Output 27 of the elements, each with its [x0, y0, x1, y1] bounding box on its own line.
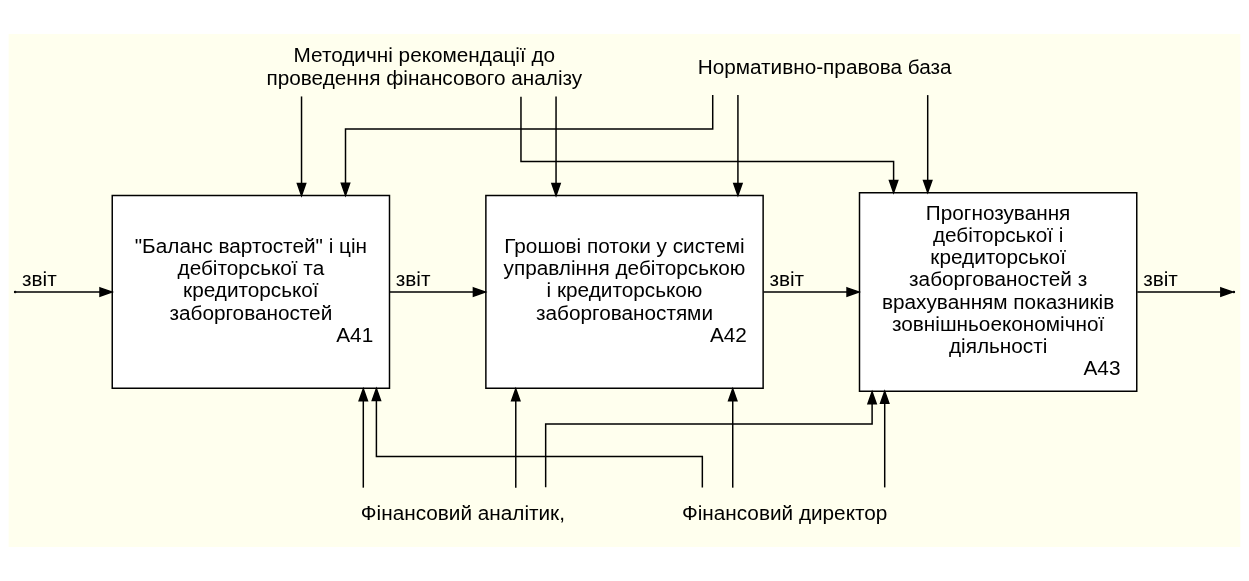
arrow	[340, 94, 714, 198]
node-box: Прогнозування дебіторської і кредиторської заборгованостей з врахуванням показників зовнішньоекономічної діяльності A43	[858, 191, 1138, 393]
node-box: Грошові потоки у системі управління дебіторською і кредиторською заборгованостями A42	[485, 194, 764, 390]
arrow	[1136, 286, 1235, 298]
arrow	[879, 389, 890, 489]
arrow	[389, 286, 488, 298]
arrow	[727, 386, 738, 489]
arrow	[520, 95, 899, 195]
node-box: "Баланс вартостей" і цін дебіторської та кредиторської заборгованостей A41	[111, 194, 391, 390]
arrow	[762, 286, 862, 298]
arrow	[922, 94, 933, 195]
node-text: Методичні рекомендації до проведення фінансового аналізу	[266, 43, 583, 89]
arrow	[15, 286, 115, 298]
arrow	[544, 389, 878, 488]
edge-label: звіт	[395, 267, 431, 291]
arrow	[510, 386, 521, 489]
node-text: Фінансовий директор	[681, 500, 888, 524]
arrow	[358, 386, 369, 489]
arrow	[550, 95, 562, 198]
edge-label: звіт	[1143, 267, 1178, 291]
arrow	[732, 94, 744, 198]
edge-label: звіт	[22, 267, 57, 291]
arrow	[296, 95, 307, 198]
node-text: Фінансовий аналітик,	[360, 500, 565, 524]
edge-label: звіт	[769, 267, 805, 291]
arrow	[371, 386, 704, 489]
node-text: Нормативно-правова база	[697, 54, 952, 78]
